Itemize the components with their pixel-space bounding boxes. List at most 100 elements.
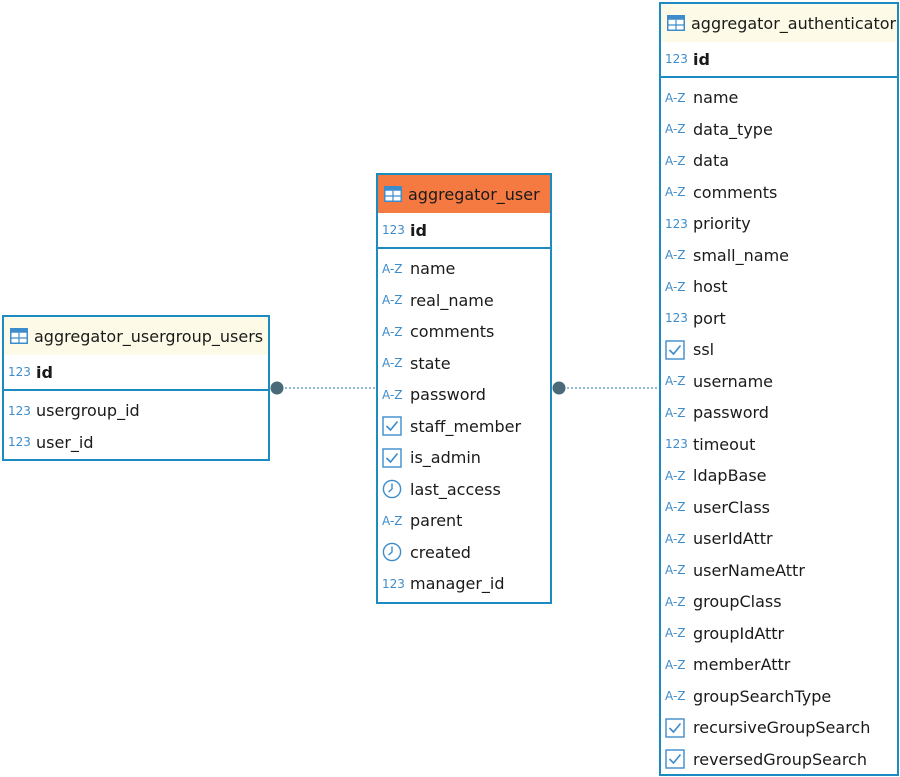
- primary-key-name: id: [410, 220, 427, 240]
- text-type-icon: A-Z: [665, 279, 686, 294]
- column-row[interactable]: A-Z userNameAttr: [661, 555, 897, 587]
- entity-header[interactable]: aggregator_authenticator: [661, 4, 897, 42]
- column-name: priority: [693, 214, 751, 234]
- text-type-icon: A-Z: [382, 356, 403, 371]
- column-name: groupSearchType: [693, 686, 832, 706]
- entity-header[interactable]: aggregator_usergroup_users: [4, 317, 268, 355]
- numeric-type-icon: 123: [382, 576, 405, 591]
- numeric-type-icon: 123: [665, 216, 688, 231]
- column-row[interactable]: recursiveGroupSearch: [661, 712, 897, 744]
- text-type-icon: A-Z: [665, 374, 686, 389]
- primary-key-row[interactable]: 123 id: [378, 213, 550, 249]
- column-name: created: [410, 542, 471, 562]
- column-row[interactable]: staff_member: [378, 411, 550, 443]
- column-name: password: [693, 403, 769, 423]
- checkbox-type-icon: [382, 416, 406, 436]
- entity-title: aggregator_authenticator: [691, 13, 897, 33]
- numeric-type-icon: 123: [8, 365, 31, 379]
- numeric-type-icon: 123: [665, 437, 688, 452]
- numeric-type-icon: 123: [382, 223, 405, 237]
- column-name: real_name: [410, 290, 494, 310]
- column-name: comments: [693, 182, 778, 202]
- column-row[interactable]: A-Z password: [378, 379, 550, 411]
- column-name: data: [693, 151, 730, 171]
- column-row[interactable]: A-Z password: [661, 397, 897, 429]
- numeric-type-icon: 123: [665, 311, 688, 326]
- column-row[interactable]: A-Z userClass: [661, 492, 897, 524]
- column-row[interactable]: 123 timeout: [661, 429, 897, 461]
- column-row[interactable]: last_access: [378, 474, 550, 506]
- entity-header[interactable]: aggregator_user: [378, 175, 550, 213]
- text-type-icon: A-Z: [665, 531, 686, 546]
- primary-key-row[interactable]: 123 id: [4, 355, 268, 391]
- column-name: port: [693, 308, 726, 328]
- entity-title: aggregator_user: [408, 184, 540, 204]
- clock-type-icon: [382, 479, 406, 499]
- column-name: is_admin: [410, 448, 481, 468]
- numeric-type-icon: 123: [8, 435, 31, 450]
- column-row[interactable]: A-Z state: [378, 348, 550, 380]
- text-type-icon: A-Z: [665, 500, 686, 515]
- column-name: groupClass: [693, 592, 782, 612]
- table-icon: [667, 15, 685, 31]
- column-name: name: [693, 88, 739, 108]
- clock-type-icon: [382, 542, 406, 562]
- column-row[interactable]: 123 priority: [661, 208, 897, 240]
- column-name: password: [410, 385, 486, 405]
- column-name: data_type: [693, 119, 773, 139]
- column-row[interactable]: A-Z userIdAttr: [661, 523, 897, 555]
- text-type-icon: A-Z: [665, 405, 686, 420]
- column-row[interactable]: 123 port: [661, 303, 897, 335]
- text-type-icon: A-Z: [382, 387, 403, 402]
- column-name: small_name: [693, 245, 789, 265]
- column-name: userNameAttr: [693, 560, 805, 580]
- column-name: ldapBase: [693, 466, 767, 486]
- column-row[interactable]: A-Z data_type: [661, 114, 897, 146]
- column-row[interactable]: ssl: [661, 334, 897, 366]
- column-name: recursiveGroupSearch: [693, 718, 871, 738]
- relation-endpoint-user: [552, 381, 566, 395]
- column-name: userClass: [693, 497, 770, 517]
- primary-key-name: id: [36, 362, 53, 382]
- text-type-icon: A-Z: [665, 122, 686, 137]
- table-icon: [10, 328, 28, 344]
- column-name: state: [410, 353, 451, 373]
- numeric-type-icon: 123: [8, 403, 31, 418]
- column-name: name: [410, 259, 456, 279]
- column-row[interactable]: created: [378, 537, 550, 569]
- checkbox-type-icon: [382, 448, 406, 468]
- text-type-icon: A-Z: [665, 563, 686, 578]
- relation-endpoint-usergroup: [270, 381, 284, 395]
- column-name: userIdAttr: [693, 529, 773, 549]
- column-row[interactable]: reversedGroupSearch: [661, 744, 897, 776]
- column-row[interactable]: is_admin: [378, 442, 550, 474]
- numeric-type-icon: 123: [665, 52, 688, 66]
- column-name: timeout: [693, 434, 756, 454]
